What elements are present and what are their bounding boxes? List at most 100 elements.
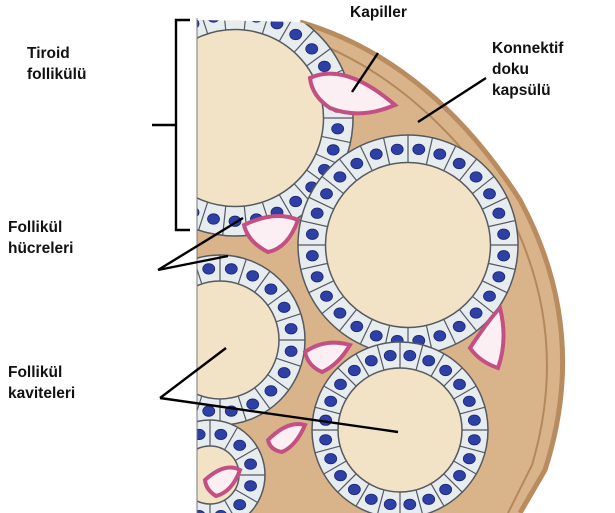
cell-nucleus — [126, 124, 138, 134]
cell-nucleus — [131, 81, 143, 91]
cell-nucleus — [225, 264, 237, 274]
cell-nucleus — [247, 271, 259, 281]
cell-nucleus — [181, 271, 193, 281]
cell-nucleus — [234, 440, 246, 450]
cell-nucleus — [434, 149, 446, 159]
cell-nucleus — [140, 61, 152, 71]
cell-nucleus — [351, 158, 363, 168]
cell-nucleus — [318, 61, 330, 71]
cell-border — [170, 271, 185, 292]
cell-border — [162, 490, 185, 503]
label-kaviteleri-line2: kaviteleri — [8, 385, 75, 402]
cell-nucleus — [470, 172, 482, 182]
cell-border — [183, 427, 196, 450]
cell-nucleus — [370, 331, 382, 341]
cell-nucleus — [168, 196, 180, 206]
cell-border — [151, 290, 172, 305]
cell-nucleus — [325, 454, 337, 464]
cell-nucleus — [483, 189, 495, 199]
label-konnektif-line1: Konnektif — [492, 40, 564, 57]
cell-nucleus — [365, 494, 377, 504]
cell-border — [120, 136, 149, 142]
cell-nucleus — [370, 149, 382, 159]
cell-border — [127, 154, 154, 166]
cell-nucleus — [265, 386, 277, 396]
cell-border — [139, 314, 164, 322]
cell-nucleus — [250, 12, 262, 22]
cell-nucleus — [278, 302, 290, 312]
cell-nucleus — [271, 18, 283, 28]
cell-nucleus — [265, 284, 277, 294]
cell-nucleus — [208, 12, 220, 22]
cell-nucleus — [245, 459, 257, 469]
cell-border — [176, 195, 191, 221]
label-tiroid-line2: follikülü — [27, 66, 86, 83]
cell-nucleus — [131, 145, 143, 155]
cell-border — [156, 30, 176, 52]
cell-nucleus — [140, 164, 152, 174]
cell-nucleus — [498, 229, 510, 239]
cell-nucleus — [334, 172, 346, 182]
cell-nucleus — [423, 356, 435, 366]
cell-border — [156, 184, 176, 206]
label-follikul-hucreleri: Follikül hücreleri — [8, 219, 73, 257]
tiroid-follicle-bracket — [152, 20, 190, 230]
cell-nucleus — [334, 308, 346, 318]
cell-nucleus — [285, 346, 297, 356]
follicle-cavity — [326, 163, 491, 328]
cell-nucleus — [498, 251, 510, 261]
cell-nucleus — [391, 144, 403, 154]
cell-nucleus — [334, 470, 346, 480]
cell-border — [127, 70, 154, 82]
cell-nucleus — [453, 158, 465, 168]
cell-nucleus — [163, 459, 175, 469]
cell-border — [120, 93, 149, 99]
cell-nucleus — [174, 440, 186, 450]
cell-nucleus — [203, 406, 215, 416]
label-kaviteleri-line1: Follikül — [8, 364, 62, 381]
cell-nucleus — [483, 291, 495, 301]
cell-nucleus — [332, 124, 344, 134]
label-konnektif-line3: kapsülü — [492, 82, 551, 99]
cell-border — [140, 170, 164, 187]
cell-nucleus — [384, 350, 396, 360]
cell-nucleus — [229, 10, 241, 20]
cell-nucleus — [290, 196, 302, 206]
cell-nucleus — [463, 396, 475, 406]
cell-border — [140, 49, 164, 66]
cell-nucleus — [311, 208, 323, 218]
cell-nucleus — [208, 214, 220, 224]
cell-nucleus — [152, 182, 164, 192]
cell-nucleus — [150, 302, 162, 312]
cell-nucleus — [311, 272, 323, 282]
follicle-mid-left — [135, 255, 305, 425]
follicle-cavity — [338, 368, 462, 492]
cell-nucleus — [423, 494, 435, 504]
cell-nucleus — [351, 321, 363, 331]
cell-border — [139, 358, 164, 366]
label-tiroid-line1: Tiroid — [27, 45, 70, 62]
cell-nucleus — [325, 396, 337, 406]
cell-nucleus — [203, 264, 215, 274]
cell-nucleus — [163, 481, 175, 491]
cell-nucleus — [384, 499, 396, 509]
cell-nucleus — [413, 144, 425, 154]
cell-nucleus — [143, 346, 155, 356]
label-tiroid-follikulu: Tiroid follikülü — [27, 45, 86, 83]
cell-nucleus — [493, 208, 505, 218]
cell-nucleus — [321, 189, 333, 199]
cell-nucleus — [440, 365, 452, 375]
cell-nucleus — [404, 499, 416, 509]
cell-nucleus — [285, 324, 297, 334]
cell-nucleus — [327, 145, 339, 155]
cell-nucleus — [434, 331, 446, 341]
cell-nucleus — [454, 379, 466, 389]
cell-nucleus — [306, 251, 318, 261]
cell-nucleus — [306, 229, 318, 239]
cell-nucleus — [470, 308, 482, 318]
cell-nucleus — [150, 367, 162, 377]
cell-nucleus — [320, 435, 332, 445]
cell-nucleus — [163, 284, 175, 294]
